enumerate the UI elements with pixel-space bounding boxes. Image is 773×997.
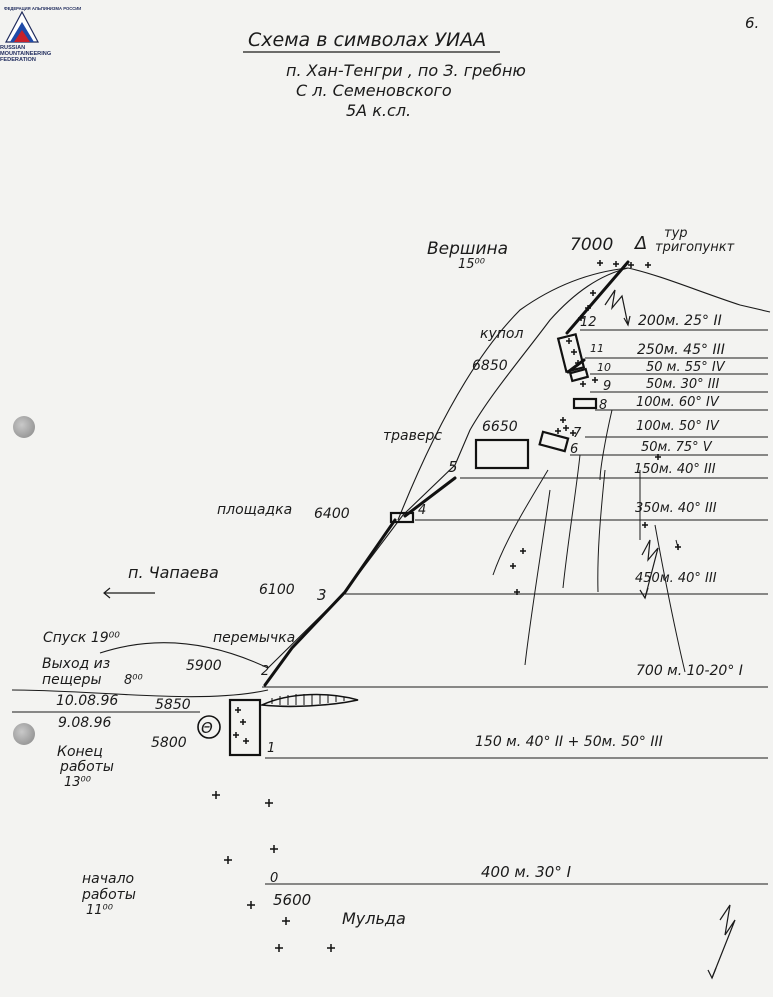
station-0: 0 (270, 871, 278, 886)
nachalo-time: 11⁰⁰ (86, 903, 114, 918)
binder-hole-top (13, 416, 35, 438)
altitude-5900: 5900 (186, 658, 222, 674)
ridge-outline (11, 267, 771, 698)
section-0: 400 м. 30° I (481, 863, 572, 881)
station-4: 4 (418, 503, 426, 518)
station-11: 11 (590, 342, 604, 355)
section-12: 200м. 25° II (638, 313, 722, 329)
konets-time: 13⁰⁰ (64, 775, 92, 790)
header: Схема в символах УИАА п. Хан-Тенгри , по… (243, 29, 526, 120)
section-1: 150 м. 40° II + 50м. 50° III (475, 734, 663, 750)
header-line1: п. Хан-Тенгри , по З. гребню (286, 61, 526, 80)
trigopunkt-label: тригопункт (655, 240, 735, 255)
station-1: 1 (267, 741, 275, 756)
kupol-label: купол (480, 326, 523, 342)
cave-symbol: Θ (197, 715, 221, 739)
logo-line2: MOUNTAINEERING (0, 51, 51, 57)
section-lines (12, 329, 768, 885)
section-labels: 200м. 25° II 250м. 45° III 50 м. 55° IV … (475, 313, 743, 881)
station-3: 3 (317, 586, 327, 604)
section-4: 350м. 40° III (635, 501, 717, 516)
federation-logo: ФЕДЕРАЦИЯ АЛЬПИНИЗМА РОССИИ RUSSIAN MOUN… (0, 6, 81, 63)
section-9: 50м. 30° III (646, 377, 719, 392)
summit-labels: Вершина 15⁰⁰ 7000 Δ тур тригопункт (427, 226, 735, 272)
cave-symbol-glyph: Θ (201, 719, 213, 737)
station-5: 5 (448, 458, 458, 476)
station-6: 6 (570, 442, 578, 457)
tur-label: тур (664, 226, 688, 241)
section-6: 50м. 75° V (641, 440, 713, 455)
altitude-5600: 5600 (273, 891, 311, 909)
mulda-label: Мульда (342, 909, 406, 928)
header-line3: 5А к.сл. (346, 101, 411, 120)
logo-line3: FEDERATION (0, 57, 36, 63)
altitude-6850: 6850 (472, 358, 508, 374)
ploshadka-label: площадка (217, 502, 292, 518)
date-1: 10.08.96 (56, 693, 118, 709)
section-8: 100м. 60° IV (636, 395, 720, 410)
rock-boxes (228, 332, 598, 757)
section-5: 150м. 40° III (634, 462, 716, 477)
station-9: 9 (603, 379, 611, 394)
station-10: 10 (597, 361, 611, 374)
section-2: 700 м. 10-20° I (636, 663, 743, 679)
summit-label: Вершина (427, 239, 508, 259)
altitude-5850: 5850 (155, 697, 191, 713)
summit-time: 15⁰⁰ (458, 257, 486, 272)
triangulation-mark-icon: Δ (633, 233, 647, 254)
vyhod-label-1: Выход из (42, 656, 110, 672)
binder-hole-bottom (13, 723, 35, 745)
station-8: 8 (599, 398, 607, 413)
station-numbers: 0 1 2 3 4 5 6 7 8 9 10 11 12 (261, 315, 611, 886)
nachalo-label-1: начало (82, 871, 134, 887)
logo-line1: RUSSIAN (0, 45, 25, 51)
header-title: Схема в символах УИАА (248, 29, 486, 51)
travers-label: траверс (383, 428, 442, 444)
altitude-6400: 6400 (314, 506, 350, 522)
cornice (259, 693, 359, 708)
logo-top-text: ФЕДЕРАЦИЯ АЛЬПИНИЗМА РОССИИ (4, 6, 81, 11)
summit-altitude: 7000 (570, 235, 613, 255)
header-line2: С л. Семеновского (296, 81, 452, 100)
altitude-6650: 6650 (482, 419, 518, 435)
nachalo-label-2: работы (81, 887, 136, 903)
cross-marks (212, 260, 681, 952)
station-7: 7 (573, 426, 582, 441)
chapaeva-arrow (103, 587, 155, 599)
section-11: 250м. 45° III (637, 342, 725, 358)
altitude-5800: 5800 (151, 735, 187, 751)
konets-label-2: работы (59, 759, 114, 775)
section-3: 450м. 40° III (635, 571, 717, 586)
section-7: 100м. 50° IV (636, 419, 720, 434)
section-10: 50 м. 55° IV (646, 360, 726, 375)
vyhod-label-2: пещеры (42, 672, 102, 688)
arrow-marks (604, 289, 736, 980)
vyhod-time: 8⁰⁰ (124, 673, 143, 688)
date-2: 9.08.96 (58, 715, 112, 731)
station-12: 12 (580, 315, 597, 330)
station-2: 2 (261, 664, 269, 679)
route-line (263, 260, 630, 687)
chapaeva-label: п. Чапаева (128, 563, 219, 582)
feature-labels: купол 6850 траверс 6650 площадка 6400 п.… (42, 326, 523, 928)
altitude-6100: 6100 (259, 582, 295, 598)
spusk-label: Спуск 19⁰⁰ (43, 630, 120, 646)
peremychka-label: перемычка (213, 630, 295, 646)
konets-label-1: Конец (57, 744, 103, 760)
page-number: 6. (745, 14, 759, 32)
couloir-lines (492, 409, 686, 673)
